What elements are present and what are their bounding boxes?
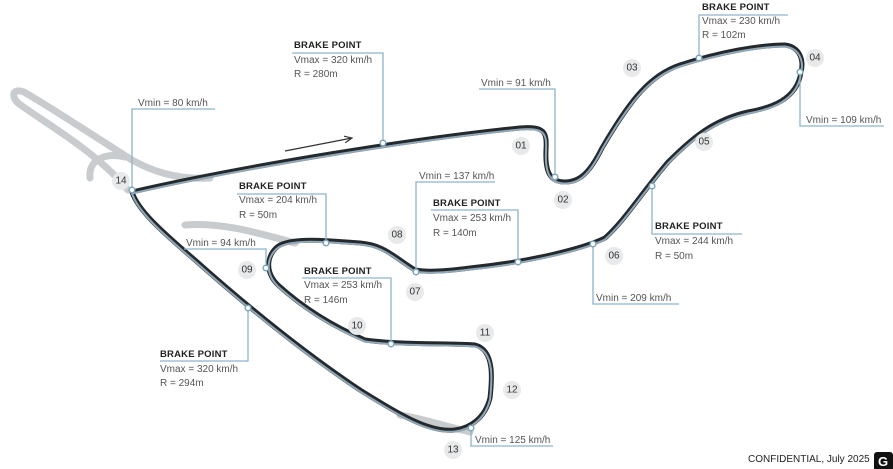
- callout-line: R = 50m: [655, 251, 693, 262]
- callout-vmin-07: Vmin = 137 km/h: [419, 171, 494, 182]
- callout-line: Vmax = 253 km/h: [433, 213, 511, 224]
- callout-line: Vmax = 320 km/h: [160, 364, 238, 375]
- turn-label: 07: [409, 287, 421, 298]
- turn-marker: 14: [112, 172, 130, 190]
- turn-label: 13: [447, 445, 459, 456]
- turn-marker: 10: [348, 317, 366, 335]
- arrow-right-icon: [284, 138, 352, 152]
- callouts: BRAKE POINT Vmax = 320 km/h R = 280m Vmi…: [138, 2, 881, 446]
- turn-label: 05: [698, 137, 710, 148]
- callout-line: Vmin = 125 km/h: [475, 435, 550, 446]
- callout-heading: BRAKE POINT: [239, 181, 307, 192]
- callout-line: R = 146m: [304, 295, 348, 306]
- callout-line: Vmin = 91 km/h: [481, 78, 551, 89]
- callout-line: R = 50m: [239, 210, 277, 221]
- callout-heading: BRAKE POINT: [160, 349, 228, 360]
- callout-heading: BRAKE POINT: [294, 40, 362, 51]
- turn-label: 10: [351, 321, 363, 332]
- callout-vmin-14: Vmin = 80 km/h: [138, 98, 208, 109]
- callout-line: Vmin = 94 km/h: [186, 238, 256, 249]
- callout-line: Vmax = 320 km/h: [294, 55, 372, 66]
- callout-brake-08: BRAKE POINT Vmax = 204 km/h R = 50m: [239, 181, 317, 221]
- turn-marker: 06: [605, 247, 623, 265]
- callout-brake-03: BRAKE POINT Vmax = 230 km/h R = 102m: [702, 2, 780, 41]
- turn-marker: 11: [476, 324, 494, 342]
- callout-vmin-06: Vmin = 209 km/h: [596, 293, 671, 304]
- turn-marker: 01: [512, 137, 530, 155]
- callout-line: Vmax = 244 km/h: [655, 236, 733, 247]
- callout-brake-05: BRAKE POINT Vmax = 244 km/h R = 50m: [655, 221, 733, 262]
- turn-label: 12: [506, 385, 518, 396]
- callout-vmin-01: Vmin = 91 km/h: [481, 78, 551, 89]
- callout-heading: BRAKE POINT: [702, 2, 770, 13]
- circuit-track: [129, 42, 805, 433]
- turn-marker: 07: [406, 283, 424, 301]
- callout-vmin-04: Vmin = 109 km/h: [806, 115, 881, 126]
- callout-heading: BRAKE POINT: [304, 266, 372, 277]
- turn-marker: 02: [554, 191, 572, 209]
- confidential-note: CONFIDENTIAL, July 2025: [748, 454, 870, 465]
- callout-line: Vmin = 209 km/h: [596, 293, 671, 304]
- logo-letter: G: [878, 454, 888, 469]
- callout-brake-14: BRAKE POINT Vmax = 320 km/h R = 294m: [160, 349, 238, 389]
- callout-line: Vmax = 230 km/h: [702, 16, 780, 27]
- callout-brake-10: BRAKE POINT Vmax = 253 km/h R = 146m: [304, 266, 382, 306]
- callout-heading: BRAKE POINT: [433, 198, 501, 209]
- callout-line: Vmin = 137 km/h: [419, 171, 494, 182]
- turn-marker: 09: [238, 261, 256, 279]
- callout-line: Vmin = 109 km/h: [806, 115, 881, 126]
- callout-leaders: [128, 14, 884, 447]
- callout-heading: BRAKE POINT: [655, 221, 723, 232]
- callout-line: Vmax = 253 km/h: [304, 280, 382, 291]
- callout-vmin-09: Vmin = 94 km/h: [186, 238, 256, 249]
- brand-logo: G: [874, 452, 893, 469]
- turn-label: 04: [809, 53, 821, 64]
- turn-label: 08: [391, 230, 403, 241]
- turn-label: 03: [626, 63, 638, 74]
- turn-marker: 03: [623, 59, 641, 77]
- turn-label: 14: [115, 176, 127, 187]
- callout-brake-1: BRAKE POINT Vmax = 320 km/h R = 280m: [294, 40, 372, 80]
- callout-line: Vmin = 80 km/h: [138, 98, 208, 109]
- callout-line: R = 102m: [702, 30, 746, 41]
- callout-line: Vmax = 204 km/h: [239, 195, 317, 206]
- turn-label: 02: [557, 195, 569, 206]
- turn-marker: 08: [388, 226, 406, 244]
- turn-label: 06: [608, 251, 620, 262]
- turn-marker: 13: [444, 441, 462, 459]
- turn-marker: 05: [695, 133, 713, 151]
- callout-vmin-13: Vmin = 125 km/h: [475, 435, 550, 446]
- turn-markers: 01 02 03 04 05 06 07 08 09 10 11 12 13 1…: [112, 49, 824, 459]
- callout-line: R = 280m: [294, 69, 338, 80]
- turn-label: 11: [480, 328, 491, 339]
- turn-marker: 12: [503, 381, 521, 399]
- callout-brake-07: BRAKE POINT Vmax = 253 km/h R = 140m: [433, 198, 511, 239]
- turn-label: 09: [241, 265, 253, 276]
- turn-marker: 04: [806, 49, 824, 67]
- callout-line: R = 140m: [433, 228, 477, 239]
- callout-line: R = 294m: [160, 378, 204, 389]
- turn-label: 01: [515, 141, 527, 152]
